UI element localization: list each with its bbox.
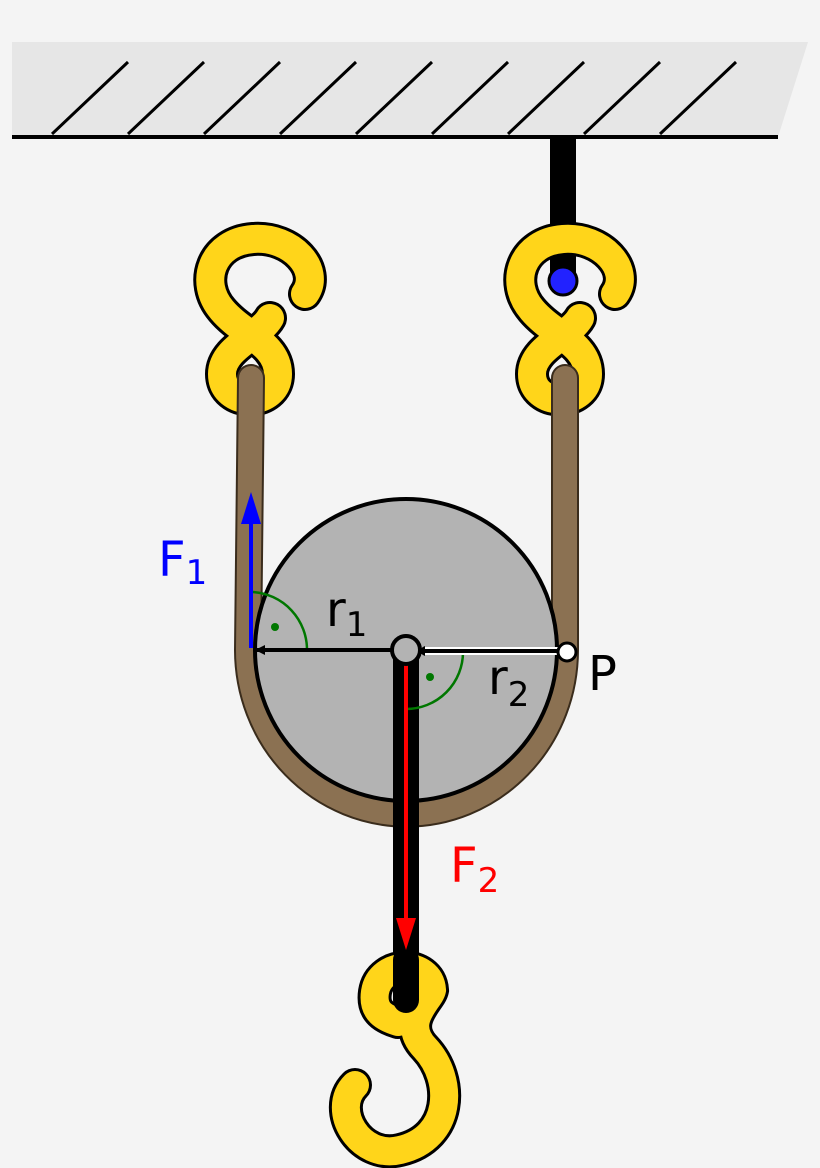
label-f2: F2 (450, 838, 499, 901)
ceiling-hatching (50, 60, 738, 136)
label-p: P (588, 646, 617, 702)
bottom-hook (328, 950, 462, 1168)
ceiling (12, 42, 808, 139)
f2-arrow (396, 650, 416, 950)
ceiling-block (12, 42, 808, 137)
label-r2: r2 (488, 650, 529, 715)
left-s-hook (193, 221, 327, 417)
right-angle-marker-right (405, 651, 465, 711)
point-p-marker (556, 641, 578, 663)
hook-pin (547, 265, 579, 297)
f1-arrow (241, 492, 261, 648)
label-r1: r1 (326, 582, 367, 645)
label-f1: F1 (158, 532, 207, 593)
right-angle-marker-left (252, 590, 309, 651)
axle (390, 634, 422, 666)
right-s-hook (503, 221, 637, 417)
